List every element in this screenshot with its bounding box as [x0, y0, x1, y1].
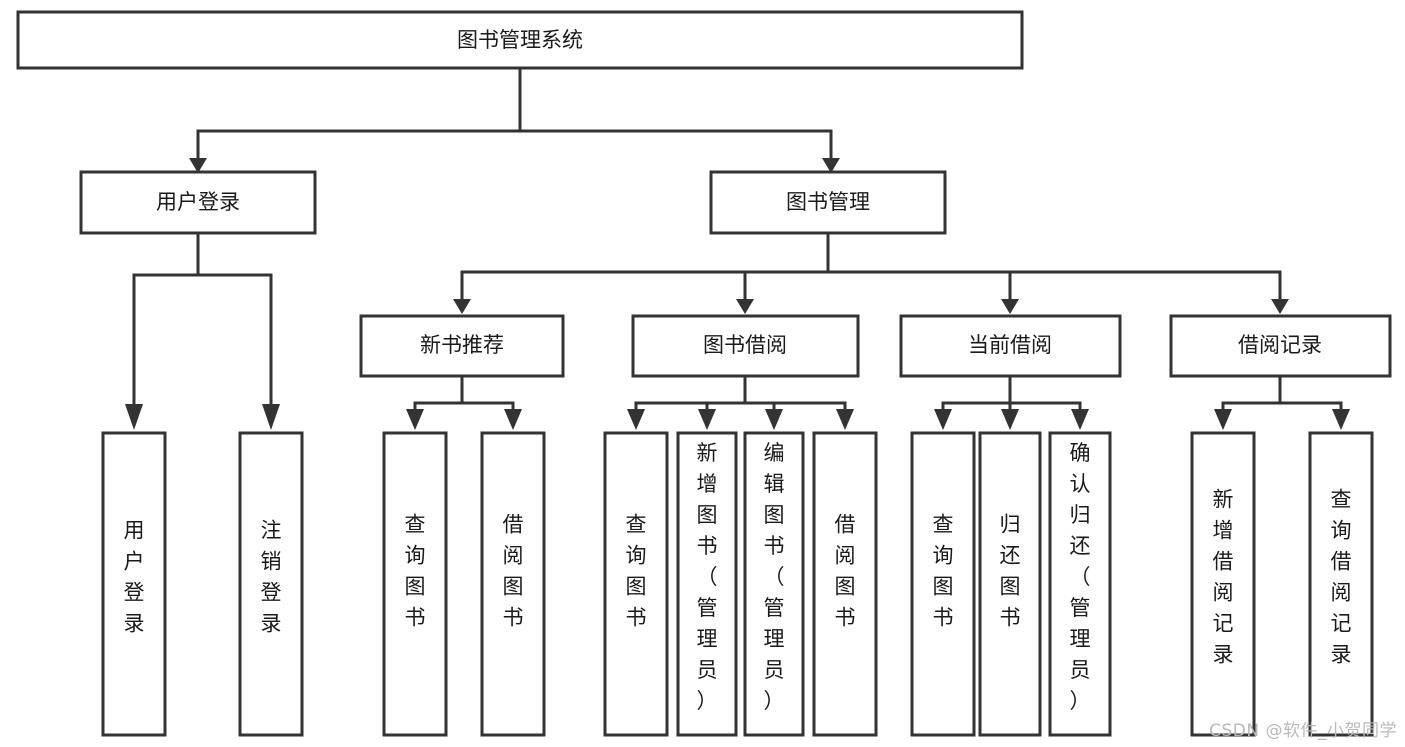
connector-records-bus: [1221, 374, 1343, 411]
node-root-label: 图书管理系统: [457, 28, 583, 52]
arrow-head-newbook: [453, 299, 471, 314]
node-login-box[interactable]: [79, 170, 317, 235]
arrow-head-leaf2: [262, 404, 280, 430]
node-leaf9-label: 查询图书: [933, 513, 954, 630]
node-leaf3[interactable]: 查询图书: [382, 431, 448, 737]
node-records[interactable]: 借阅记录: [1169, 314, 1392, 378]
node-leaf2-box[interactable]: [238, 431, 304, 737]
node-leaf1-box[interactable]: [101, 431, 167, 737]
node-leaf8-label: 借阅图书: [835, 513, 856, 630]
arrow-head-leaf1: [125, 404, 143, 430]
node-root[interactable]: 图书管理系统: [16, 10, 1024, 70]
node-leaf12-label: 新增借阅记录: [1213, 488, 1234, 667]
connector-bookmgmt-bus: [460, 231, 1282, 301]
node-leaf6-box[interactable]: [676, 431, 738, 737]
node-leaf10[interactable]: 归还图书: [978, 431, 1042, 737]
node-bookmgmt-box[interactable]: [709, 170, 947, 235]
node-leaf2[interactable]: 注销登录: [238, 431, 304, 737]
node-newbook-label: 新书推荐: [420, 333, 504, 357]
node-leaf1[interactable]: 用户登录: [101, 431, 167, 737]
node-bookmgmt[interactable]: 图书管理: [709, 170, 947, 235]
node-bookmgmt-label: 图书管理: [786, 190, 870, 214]
node-newbook[interactable]: 新书推荐: [359, 314, 565, 378]
arrow-head-borrow: [736, 299, 754, 314]
node-leaf12-box[interactable]: [1190, 431, 1256, 737]
node-records-box[interactable]: [1169, 314, 1392, 378]
node-root-box[interactable]: [16, 10, 1024, 70]
node-leaf11-label: 确认归还（管理员）: [1070, 441, 1091, 713]
node-leaf9-box[interactable]: [910, 431, 976, 737]
node-leaf6[interactable]: 新增图书（管理员）: [676, 431, 738, 737]
node-leaf5-box[interactable]: [603, 431, 669, 737]
node-leaf4-box[interactable]: [480, 431, 546, 737]
arrow-head-leaf11: [1071, 409, 1089, 430]
node-leaf13-label: 查询借阅记录: [1331, 488, 1352, 667]
node-borrow[interactable]: 图书借阅: [631, 314, 860, 378]
arrow-head-leaf3: [406, 409, 424, 430]
node-leaf7[interactable]: 编辑图书（管理员）: [743, 431, 805, 737]
node-leaf11[interactable]: 确认归还（管理员）: [1048, 431, 1112, 737]
node-leaf5[interactable]: 查询图书: [603, 431, 669, 737]
node-leaf8[interactable]: 借阅图书: [812, 431, 878, 737]
node-leaf3-label: 查询图书: [405, 513, 426, 630]
node-leaf4[interactable]: 借阅图书: [480, 431, 546, 737]
node-leaf13-box[interactable]: [1308, 431, 1374, 737]
arrow-head-login: [189, 158, 207, 173]
arrow-head-leaf6: [698, 409, 716, 430]
arrow-head-leaf4: [504, 409, 522, 430]
node-leaf10-label: 归还图书: [1000, 513, 1021, 630]
arrow-head-leaf10: [1001, 409, 1019, 430]
connector-root-bus: [196, 66, 833, 160]
node-leaf4-label: 借阅图书: [503, 513, 524, 630]
node-leaf12[interactable]: 新增借阅记录: [1190, 431, 1256, 737]
node-borrow-label: 图书借阅: [703, 333, 787, 357]
node-leaf3-box[interactable]: [382, 431, 448, 737]
node-leaf1-label: 用户登录: [124, 519, 145, 636]
arrow-head-leaf12: [1214, 409, 1232, 430]
arrow-head-leaf9: [934, 409, 952, 430]
node-leaf10-box[interactable]: [978, 431, 1042, 737]
connector-current-bus: [941, 374, 1082, 411]
arrow-head-leaf7: [765, 409, 783, 430]
connector-borrow-bus: [634, 374, 847, 411]
node-newbook-box[interactable]: [359, 314, 565, 378]
connector-login-bus: [132, 231, 273, 406]
arrow-head-current: [1001, 299, 1019, 314]
node-leaf7-box[interactable]: [743, 431, 805, 737]
connector-newbook-bus: [413, 374, 515, 411]
node-records-label: 借阅记录: [1238, 333, 1322, 357]
node-leaf8-box[interactable]: [812, 431, 878, 737]
node-current[interactable]: 当前借阅: [899, 314, 1122, 378]
node-leaf11-box[interactable]: [1048, 431, 1112, 737]
node-current-box[interactable]: [899, 314, 1122, 378]
node-borrow-box[interactable]: [631, 314, 860, 378]
connector-layer: [125, 66, 1350, 430]
arrow-head-records: [1271, 299, 1289, 314]
arrow-head-bookmgmt: [822, 158, 840, 173]
node-current-label: 当前借阅: [968, 333, 1052, 357]
node-login[interactable]: 用户登录: [79, 170, 317, 235]
arrow-head-leaf5: [627, 409, 645, 430]
node-leaf6-label: 新增图书（管理员）: [697, 441, 718, 713]
node-leaf7-label: 编辑图书（管理员）: [764, 441, 785, 713]
node-leaf9[interactable]: 查询图书: [910, 431, 976, 737]
node-leaf13[interactable]: 查询借阅记录: [1308, 431, 1374, 737]
arrow-head-leaf13: [1332, 409, 1350, 430]
node-leaf2-label: 注销登录: [261, 519, 282, 636]
arrow-head-leaf8: [836, 409, 854, 430]
node-leaf5-label: 查询图书: [626, 513, 647, 630]
node-login-label: 用户登录: [156, 190, 240, 214]
